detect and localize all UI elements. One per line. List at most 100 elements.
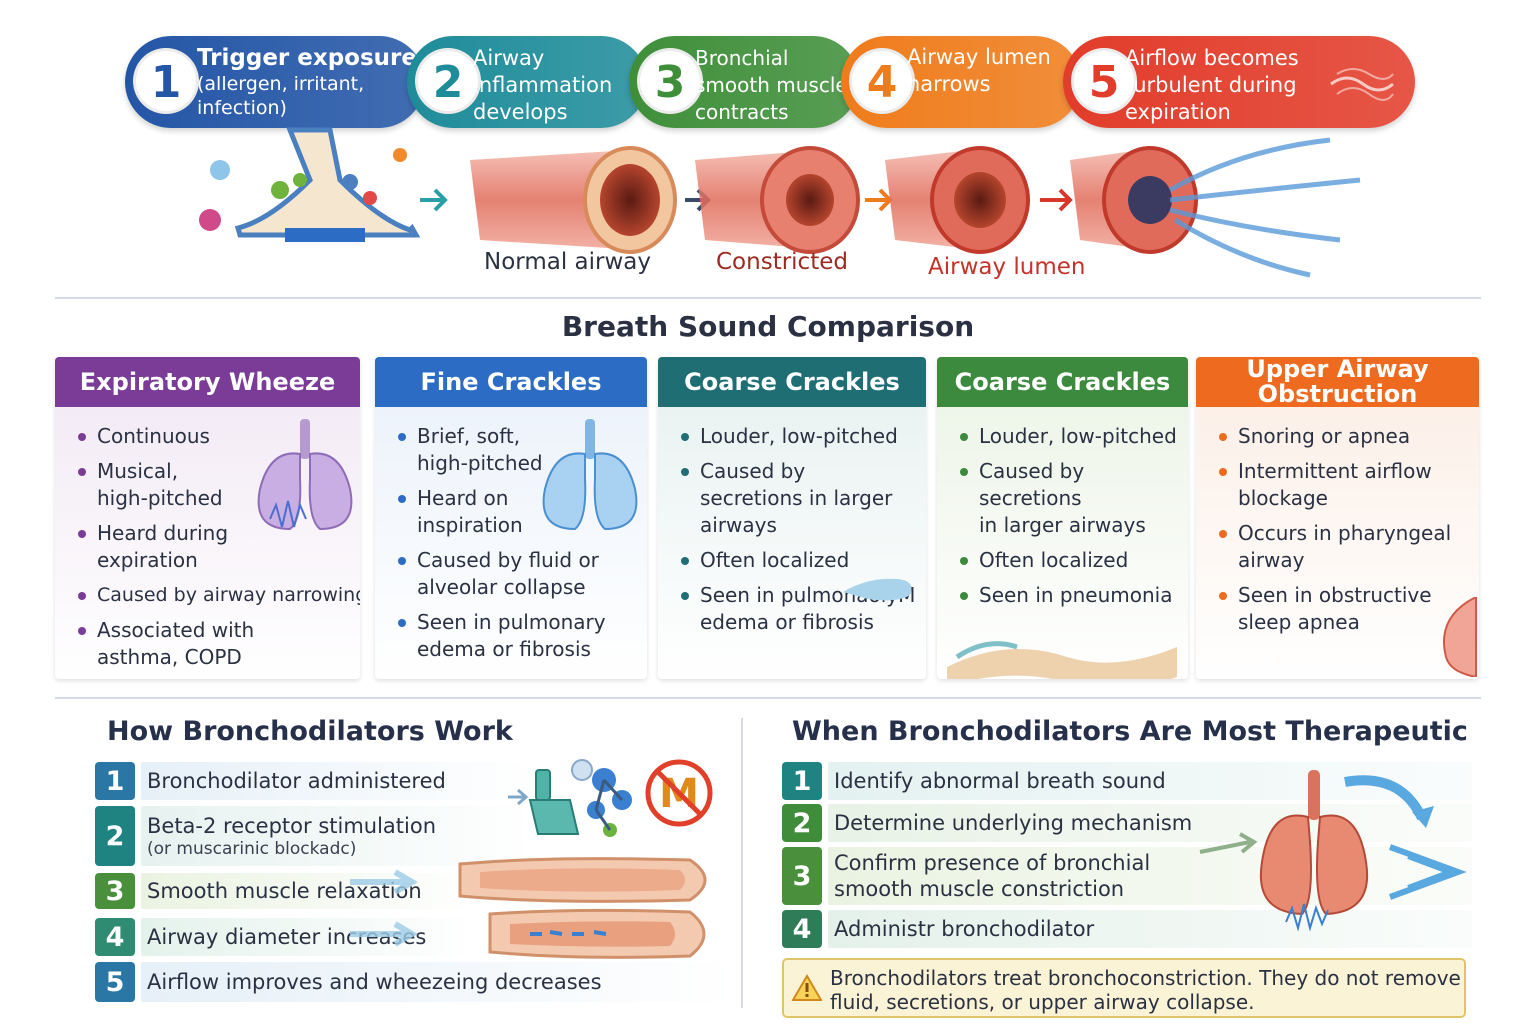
airway-branch-icon [947, 641, 1177, 679]
list-item: Often localized [957, 547, 1188, 574]
list-item-text: high-pitched [97, 486, 223, 510]
list-item: Louder, low-pitched [957, 423, 1188, 450]
step-text: contracts [695, 100, 789, 124]
lungs-icon [542, 419, 638, 531]
step-text: Airflow becomes [1125, 46, 1299, 70]
muscarinic-block-icon: M [645, 759, 713, 827]
pathway-step-3: 3 Bronchial smooth muscle contracts [629, 36, 859, 128]
card-list: Louder, low-pitched Caused by secretions… [957, 423, 1188, 617]
list-item: Intermittent airflow blockage [1216, 458, 1451, 512]
list-item-text: Seen in obstructive [1238, 583, 1432, 607]
list-item-text: airway [1238, 548, 1305, 572]
inhaler-icon [508, 759, 632, 837]
card-title: Upper Airway Obstruction [1196, 357, 1479, 407]
card-title: Coarse Crackles [937, 357, 1188, 407]
bronchodilator-step-1: 1 Bronchodilator administered [95, 762, 535, 800]
constricted-caption: Constricted [716, 249, 848, 275]
list-item-text: blockage [1238, 486, 1328, 510]
list-item-text: Heard on [417, 486, 509, 510]
step-number: 2 [782, 804, 822, 842]
list-item: Louder, low-pitched [678, 423, 915, 450]
list-item: Seen in pneumonia [957, 582, 1188, 609]
list-item-text: sleep apnea [1238, 610, 1360, 634]
warning-icon [792, 974, 822, 1001]
step-number: 2 [415, 48, 481, 114]
list-item-text: expiration [97, 548, 198, 572]
list-item-text: Often localized [979, 548, 1129, 572]
card-upper-airway-obstruction: Upper Airway Obstruction Snoring or apne… [1196, 357, 1479, 679]
constricted-airway-icon [695, 146, 860, 254]
bronchodilator-step-4: 4 Airway diameter increases [95, 918, 475, 956]
step-text: Administr bronchodilator [834, 917, 1095, 941]
secretion-icon [843, 578, 912, 601]
card-title: Coarse Crackles [658, 357, 926, 407]
card-expiratory-wheeze: Expiratory Wheeze Continuous Musical,hig… [55, 357, 360, 679]
step-number: 3 [637, 48, 703, 114]
card-list: Brief, soft,high-pitched Heard on inspira… [395, 423, 606, 671]
card-body: Brief, soft,high-pitched Heard on inspira… [375, 407, 647, 679]
pathway-step-1: 1 Trigger exposure (allergen, irritant, … [125, 36, 425, 128]
pathway-steps: 1 Trigger exposure (allergen, irritant, … [125, 36, 1415, 132]
list-item: Continuous [75, 423, 360, 450]
list-item-text: airways [700, 513, 777, 537]
step-text: smooth muscle constriction [834, 877, 1125, 901]
relaxed-airway-illustration [350, 857, 707, 959]
therapeutic-step-4: 4 Administr bronchodilator [782, 910, 1472, 948]
turbulent-airway-icon [1070, 137, 1361, 278]
card-title: Fine Crackles [375, 357, 647, 407]
divider [55, 297, 1481, 299]
step-text: inflammation [473, 73, 613, 97]
breath-sound-title: Breath Sound Comparison [561, 310, 975, 343]
list-item-text: Often localized [700, 548, 850, 572]
step-text: Bronchial [695, 46, 789, 70]
step-text: Airway [473, 46, 545, 70]
list-item-text: alveolar collapse [417, 575, 586, 599]
therapeutic-title: When Bronchodilators Are Most Therapeuti… [792, 716, 1468, 747]
pathway-step-2: 2 Airway inflammation develops [407, 36, 647, 128]
list-item: Seen in obstructive sleep apnea [1216, 582, 1451, 636]
card-body: Continuous Musical, high-pitched Heard du… [55, 407, 360, 679]
bronchodilator-step-3: 3 Smooth muscle relaxation [95, 873, 475, 909]
list-item: Brief, soft,high-pitched [395, 423, 606, 477]
list-item-text: Occurs in pharyngeal [1238, 521, 1452, 545]
list-item-text: secretions in larger [700, 486, 893, 510]
step-text: expiration [1125, 100, 1231, 124]
list-item-text: inspiration [417, 513, 523, 537]
divider [55, 697, 1481, 699]
step-number: 4 [849, 48, 915, 114]
step-text: Confirm presence of bronchial [834, 851, 1151, 875]
step-text: Identify abnormal breath sound [834, 769, 1166, 793]
list-item: Occurs in pharyngeal airway [1216, 520, 1451, 574]
step-subtext: infection) [197, 97, 287, 119]
step-subtext: (allergen, irritant, [197, 73, 365, 95]
warning-text: fluid, secretions, or upper airway colla… [830, 990, 1255, 1014]
list-item-text: Musical, [97, 459, 179, 483]
step-text: Beta-2 receptor stimulation [147, 814, 437, 838]
list-item-text: Associated with [97, 618, 255, 642]
step-text: Airway lumen [907, 45, 1051, 69]
step-text: Trigger exposure [197, 45, 417, 71]
section-divider [741, 718, 743, 1008]
list-item-text: Intermittent airflow [1238, 459, 1432, 483]
list-item-text: edema or fibrosis [700, 610, 874, 634]
card-coarse-crackles-pneumonia: Coarse Crackles Louder, low-pitched Caus… [937, 357, 1188, 679]
card-body: Louder, low-pitched Caused by secretions… [937, 407, 1188, 679]
step-text: Airflow improves and wheezeing decreases [147, 970, 602, 994]
step-text: narrows [907, 72, 991, 96]
list-item-text: Brief, soft, [417, 424, 521, 448]
list-item-text: Louder, low-pitched [700, 424, 898, 448]
card-list: Snoring or apnea Intermittent airflow blo… [1216, 423, 1451, 644]
list-item: Snoring or apnea [1216, 423, 1451, 450]
step-number: 3 [95, 873, 135, 909]
bronchodilator-step-2: 2 Beta-2 receptor stimulation (or muscar… [95, 806, 535, 866]
warning-box: Bronchodilators treat bronchoconstrictio… [782, 958, 1466, 1018]
step-number: 5 [1071, 48, 1137, 114]
step-number: 1 [95, 762, 135, 800]
card-fine-crackles: Fine Crackles Brief, soft,high-pitched H… [375, 357, 647, 679]
normal-airway-caption: Normal airway [484, 249, 651, 275]
airway-progression-illustration [199, 127, 1361, 278]
